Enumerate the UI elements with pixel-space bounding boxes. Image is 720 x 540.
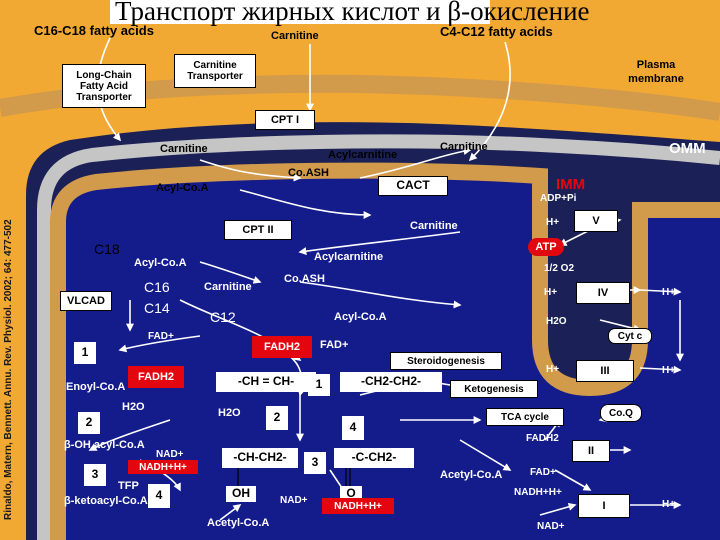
nadh-left-box: NADH+H+ bbox=[128, 460, 198, 474]
fad-plus-etc: FAD+ bbox=[530, 467, 556, 478]
nadh-center-box: NADH+H+ bbox=[322, 498, 394, 514]
step-2-left: 2 bbox=[78, 412, 100, 434]
mitochondrial-matrix bbox=[58, 170, 720, 540]
acylcarnitine-matrix: Acylcarnitine bbox=[314, 251, 384, 263]
vlcad-box: VLCAD bbox=[60, 291, 112, 311]
enoyl-coa-label: Enoyl-Co.A bbox=[66, 381, 126, 393]
c18-label: C18 bbox=[94, 241, 120, 257]
coash-matrix: Co.ASH bbox=[284, 273, 325, 285]
acylcarnitine-intermembrane: Acylcarnitine bbox=[328, 149, 398, 161]
nad-plus-left: NAD+ bbox=[156, 449, 184, 460]
complex-ii-box: II bbox=[572, 440, 610, 462]
acyl-coa-intermembrane: Acyl-Co.A bbox=[156, 182, 209, 194]
c16-c18-label: C16-C18 fatty acids bbox=[34, 23, 154, 38]
nad-plus-etc: NAD+ bbox=[537, 521, 565, 532]
fadh2-left-box: FADH2 bbox=[128, 366, 184, 388]
inner-mitochondrial-membrane bbox=[50, 162, 720, 540]
imm-label: IMM bbox=[556, 176, 586, 193]
c16-label: C16 bbox=[144, 279, 170, 295]
long-chain-transporter-box: Long-Chain Fatty Acid Transporter bbox=[62, 64, 146, 108]
nadh-etc-label: NADH+H+ bbox=[514, 487, 562, 498]
step-2-center: 2 bbox=[266, 406, 288, 430]
adp-pi-label: ADP+Pi bbox=[540, 193, 577, 204]
page-title: Транспорт жирных кислот и β-окисление bbox=[115, 0, 590, 26]
ch2-ch2-label: -CH2-CH2- bbox=[340, 372, 442, 392]
h-plus-2: H+ bbox=[544, 287, 558, 298]
step-3-center: 3 bbox=[304, 452, 326, 474]
complex-iv-box: IV bbox=[576, 282, 630, 304]
ch-eq-ch-label: -CH = CH- bbox=[216, 372, 316, 392]
fad-plus-center: FAD+ bbox=[320, 339, 349, 351]
carnitine-intermembrane-right: Carnitine bbox=[440, 141, 488, 153]
carnitine-top-label: Carnitine bbox=[271, 30, 319, 42]
ch-bonds bbox=[237, 465, 351, 488]
carnitine-transporter-box: Carnitine Transporter bbox=[174, 54, 256, 88]
h-plus-5: H+ bbox=[662, 365, 676, 376]
omm-label: OMM bbox=[669, 140, 706, 157]
acyl-coa-matrix-1: Acyl-Co.A bbox=[134, 257, 187, 269]
cpt1-box: CPT I bbox=[255, 110, 315, 130]
complex-iii-box: III bbox=[576, 360, 634, 382]
step-1-left: 1 bbox=[74, 342, 96, 364]
h2o-left-label: H2O bbox=[122, 401, 145, 413]
fad-plus-left: FAD+ bbox=[148, 331, 174, 342]
title-backdrop bbox=[110, 0, 490, 24]
c14-label: C14 bbox=[144, 300, 170, 316]
step-4-center: 4 bbox=[342, 416, 364, 440]
c4-c12-label: C4-C12 fatty acids bbox=[440, 24, 553, 39]
c12-label: C12 bbox=[210, 309, 236, 325]
nad-plus-center: NAD+ bbox=[280, 495, 308, 506]
carnitine-matrix: Carnitine bbox=[204, 281, 252, 293]
h2o-center-label: H2O bbox=[218, 407, 241, 419]
plasma-membrane-label: Plasma membrane bbox=[628, 59, 684, 86]
h2o-etc-label: H2O bbox=[546, 316, 567, 327]
complex-v-box: V bbox=[574, 210, 618, 232]
h-plus-3: H+ bbox=[662, 287, 676, 298]
h-plus-4: H+ bbox=[546, 364, 560, 375]
cyt-c-badge: Cyt c bbox=[608, 328, 652, 344]
cact-box: CACT bbox=[378, 176, 448, 196]
atp-badge: ATP bbox=[528, 238, 564, 256]
coq-badge: Co.Q bbox=[600, 404, 642, 422]
hydroxyacyl-label: β-OH acyl-Co.A bbox=[64, 439, 145, 451]
coash-intermembrane: Co.ASH bbox=[288, 167, 329, 179]
outer-mitochondrial-membrane bbox=[37, 134, 720, 540]
ketogenesis-box: Ketogenesis bbox=[450, 380, 538, 398]
citation-text: Rinaldo, Matern, Bennett. Annu. Rev. Phy… bbox=[3, 219, 14, 520]
acyl-coa-matrix-2: Acyl-Co.A bbox=[334, 311, 387, 323]
step-4-left: 4 bbox=[148, 484, 170, 508]
ch-ch2-label: -CH-CH2- bbox=[222, 448, 298, 468]
step-1-center: 1 bbox=[308, 374, 330, 396]
h-plus-6: H+ bbox=[662, 499, 676, 510]
fadh2-center-box: FADH2 bbox=[252, 336, 312, 358]
oh-label: OH bbox=[226, 486, 256, 502]
h-plus-1: H+ bbox=[546, 217, 560, 228]
step-3-left: 3 bbox=[84, 464, 106, 486]
fadh2-etc-label: FADH2 bbox=[526, 433, 559, 444]
tfp-label: TFP bbox=[118, 480, 139, 492]
steroidogenesis-box: Steroidogenesis bbox=[390, 352, 502, 370]
cpt2-box: CPT II bbox=[224, 220, 292, 240]
acetyl-coa-bottom: Acetyl-Co.A bbox=[207, 517, 270, 529]
c-ch2-label: -C-CH2- bbox=[334, 448, 414, 468]
half-o2-label: 1/2 O2 bbox=[544, 263, 575, 274]
ketoacyl-label: β-ketoacyl-Co.A bbox=[64, 495, 148, 507]
carnitine-intermembrane-left: Carnitine bbox=[160, 143, 208, 155]
complex-i-box: I bbox=[578, 494, 630, 518]
carnitine-cact-label: Carnitine bbox=[410, 220, 458, 232]
tca-cycle-box: TCA cycle bbox=[486, 408, 564, 426]
acetyl-coa-right: Acetyl-Co.A bbox=[440, 469, 503, 481]
